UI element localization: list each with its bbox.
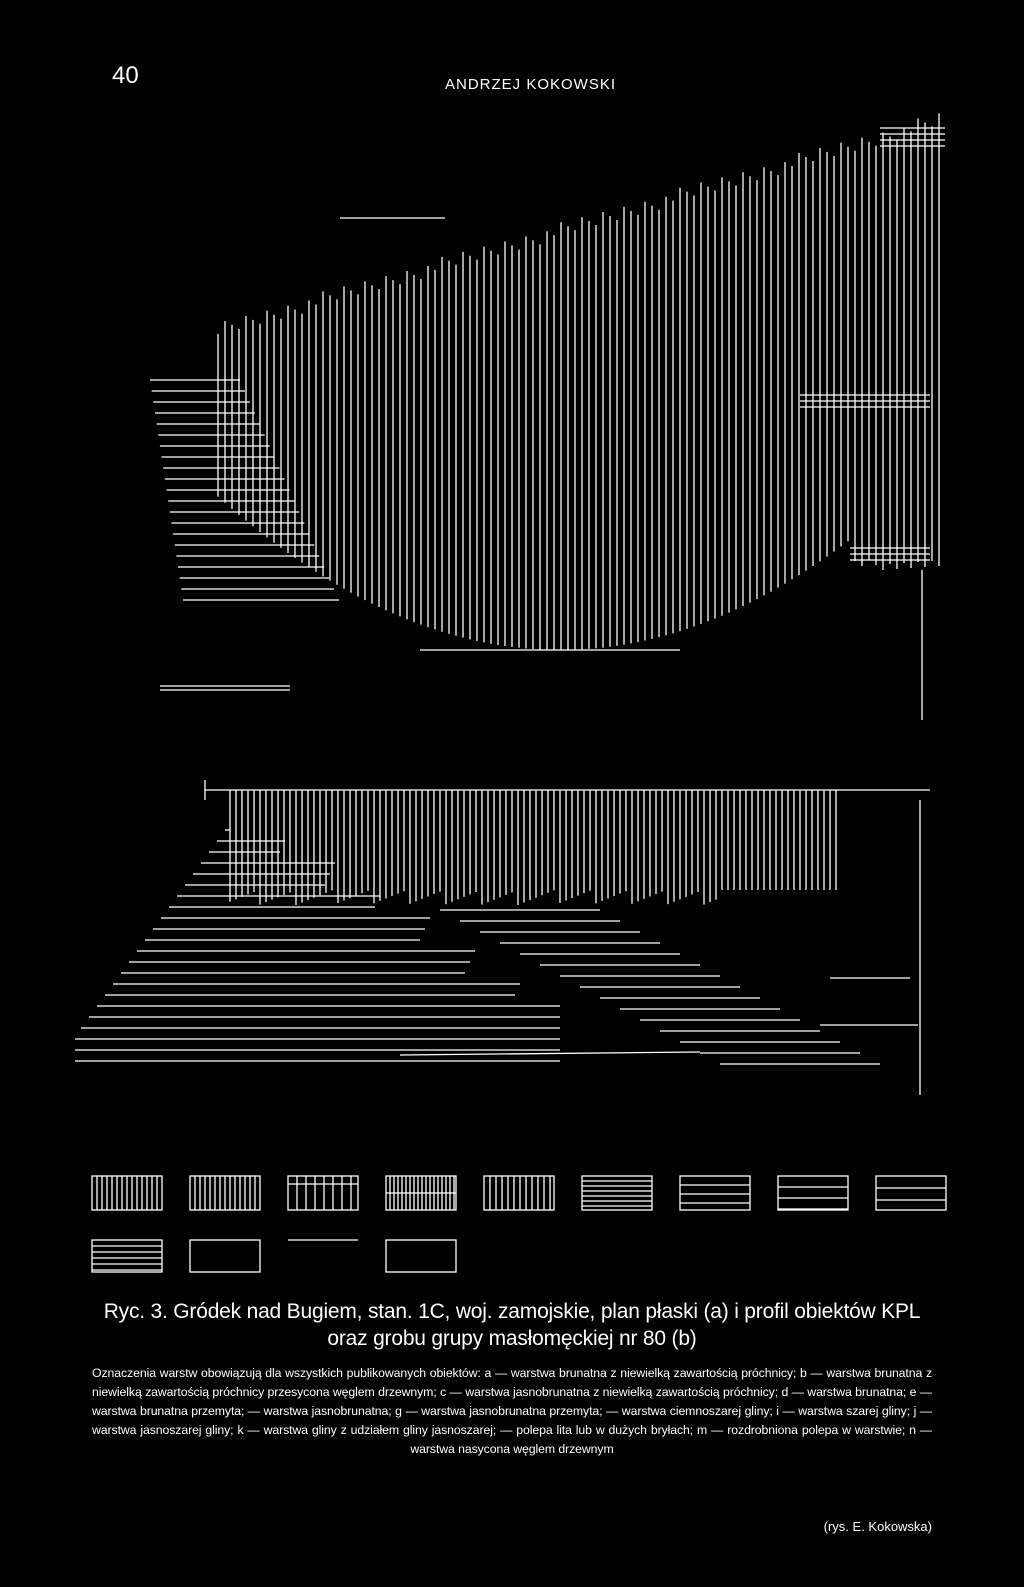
legend-swatch xyxy=(483,1175,555,1211)
legend-swatch xyxy=(189,1239,261,1273)
legend-swatch xyxy=(287,1175,359,1211)
figure-caption-title: Ryc. 3. Gródek nad Bugiem, stan. 1C, woj… xyxy=(103,1300,921,1350)
legend-swatch xyxy=(777,1175,849,1211)
figure-caption-body: Oznaczenia warstw obowiązują dla wszystk… xyxy=(92,1366,932,1456)
legend-swatch xyxy=(679,1175,751,1211)
profile-bottom-line xyxy=(399,1051,701,1056)
running-head: ANDRZEJ KOKOWSKI xyxy=(445,76,617,93)
page-header: 40 ANDRZEJ KOKOWSKI xyxy=(0,62,1024,102)
legend-swatch xyxy=(91,1239,163,1273)
profile-drawing xyxy=(75,780,930,1095)
page-number: 40 xyxy=(112,62,139,89)
legend-swatches xyxy=(91,1175,947,1273)
legend-swatch xyxy=(385,1239,457,1273)
legend-swatch xyxy=(875,1175,947,1211)
plan-drawing xyxy=(150,113,945,720)
figure-credit: (rys. E. Kokowska) xyxy=(823,1519,932,1534)
legend-swatch xyxy=(581,1175,653,1211)
